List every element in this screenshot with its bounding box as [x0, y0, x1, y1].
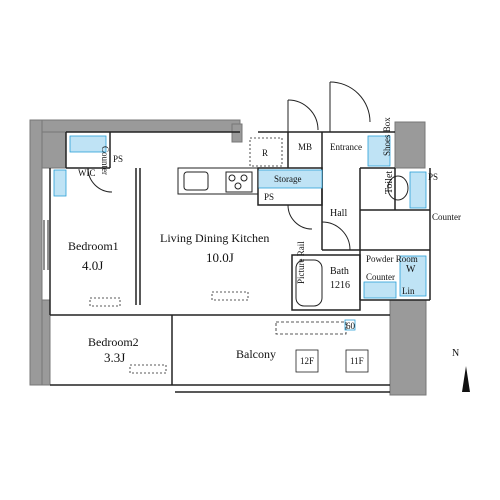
powder-room-label: Powder Room	[366, 254, 418, 264]
washer-fill	[399, 255, 427, 297]
toilet-bowl	[387, 175, 409, 201]
refrigerator-space	[249, 137, 283, 167]
balcony-label: Balcony	[236, 347, 276, 361]
storage-door	[287, 204, 313, 230]
toilet-counter-label: Counter	[432, 212, 461, 222]
bedroom1-ac	[89, 297, 121, 307]
entrance-label: Entrance	[330, 142, 362, 152]
ldk-name: Living Dining Kitchen	[160, 231, 269, 245]
storage-label: Storage	[274, 174, 302, 184]
wic-door	[87, 167, 113, 193]
ldk-size: 10.0J	[206, 250, 234, 265]
bath-name: Bath	[330, 266, 349, 277]
bedroom2-ac	[129, 364, 167, 374]
entrance-doors	[287, 81, 371, 132]
compass-north-label: N	[452, 348, 459, 359]
toilet-label: Toilet	[384, 171, 395, 194]
hall-label: Hall	[330, 208, 347, 219]
compass-arrow-icon	[462, 366, 470, 392]
wic-ps-label: PS	[113, 154, 123, 164]
bedroom2-name: Bedroom2	[88, 335, 139, 349]
balcony-items	[275, 319, 369, 373]
wic-left-fill	[53, 169, 67, 197]
bedroom1-name: Bedroom1	[68, 239, 119, 253]
ac-tag-label: 60	[346, 321, 356, 331]
powder-counter-label: Counter	[366, 272, 395, 282]
toilet-ps-label: PS	[428, 172, 438, 182]
bathtub	[295, 259, 323, 307]
north-compass: N	[452, 348, 470, 392]
washer-label: W	[406, 264, 416, 275]
wic-label: WIC	[78, 168, 96, 178]
powder-counter-fill	[363, 281, 397, 299]
unit-11f-label: 11F	[350, 356, 364, 366]
unit-12f-label: 12F	[300, 356, 314, 366]
storage-ps-label: PS	[264, 192, 274, 202]
windows	[43, 220, 270, 316]
toilet-counter-fill	[409, 171, 427, 209]
bedroom2-size: 3.3J	[104, 350, 125, 365]
hall-door	[321, 221, 351, 251]
shoes-box-fill	[367, 135, 391, 167]
kitchen-counter	[177, 167, 259, 195]
shoes-box-label: Shoes Box	[382, 117, 392, 156]
linen-label: Lin	[402, 286, 415, 296]
mb-label: MB	[298, 142, 312, 152]
refrigerator-label: R	[262, 148, 268, 158]
wic-counter-label: Counter	[100, 146, 110, 175]
bath-size: 1216	[330, 280, 350, 291]
wic-storage-fill	[69, 135, 107, 153]
bedroom1-size: 4.0J	[82, 258, 103, 273]
ldk-ac	[211, 291, 249, 301]
structure-walls	[29, 119, 427, 396]
picture-rail-label: Picture Rail	[296, 241, 306, 284]
